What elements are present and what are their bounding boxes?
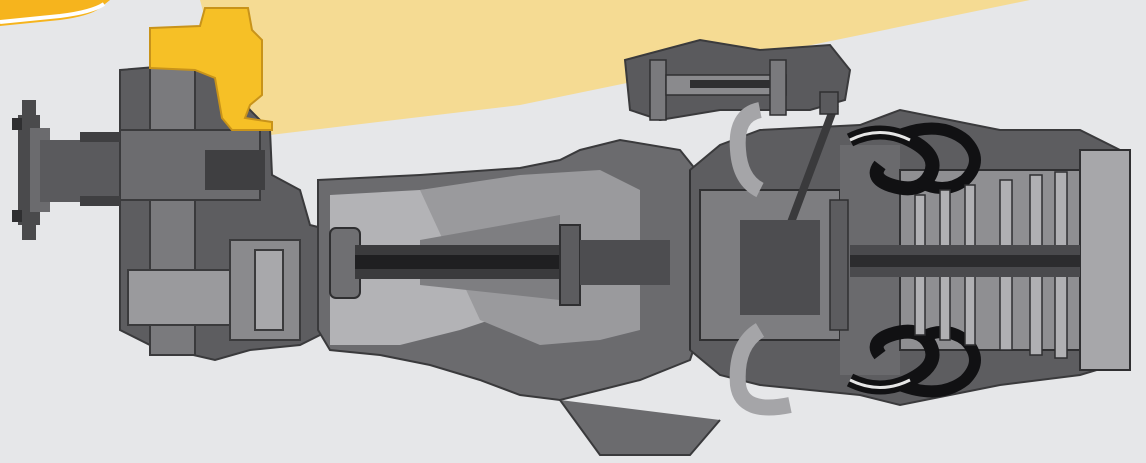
reduction-gearbox-housing: [80, 60, 331, 362]
casing-outline: [559, 170, 721, 456]
accessory-drive: [623, 38, 852, 122]
rotor-stages: [740, 171, 1080, 359]
combustor-liner-top: [846, 122, 981, 196]
highlight-beam: [200, 0, 1030, 135]
highlighted-accessory: [149, 7, 273, 131]
corner-badge-edge: [0, 2, 106, 24]
main-shaft: [329, 224, 670, 306]
igniter-rod: [786, 91, 839, 227]
air-duct-tubes: [729, 102, 792, 416]
